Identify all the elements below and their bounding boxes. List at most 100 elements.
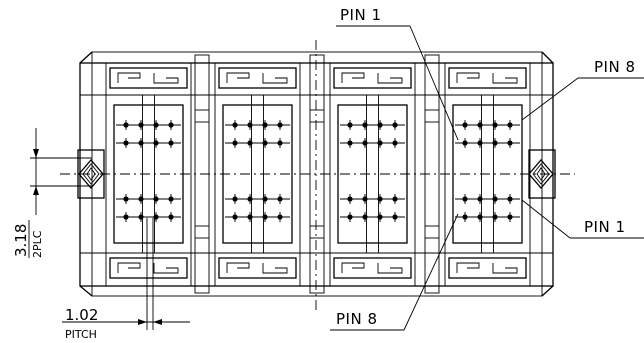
latch-box (333, 257, 412, 279)
pin-pitch-dimension: 1.02 PITCH (62, 218, 190, 341)
pin-pitch-note: PITCH (65, 328, 97, 341)
pin-contact (277, 214, 283, 220)
latch-box (333, 67, 412, 89)
pin-contact (392, 122, 398, 128)
pin-contact (377, 122, 383, 128)
latch-box (109, 257, 188, 279)
pin-contact (262, 214, 268, 220)
latch-hook (456, 262, 480, 273)
pin-contact (347, 140, 353, 146)
pin-contact (168, 214, 174, 220)
pin-contact (462, 214, 468, 220)
latch-hook (226, 262, 250, 273)
pin-contact (507, 122, 513, 128)
pin-contact (247, 122, 253, 128)
callout-top-pin1: PIN 1 (336, 6, 459, 141)
pin-contact (123, 196, 129, 202)
pin-contact (377, 196, 383, 202)
callout-top-right-pin8-label: PIN 8 (594, 58, 636, 76)
pin-contact (138, 214, 144, 220)
pin-contact (377, 140, 383, 146)
pin-contact (232, 122, 238, 128)
pin-contact (262, 196, 268, 202)
callout-right-pin1-label: PIN 1 (584, 218, 626, 236)
pin-contact (377, 214, 383, 220)
latch-hook (377, 73, 403, 84)
pin-contact (123, 214, 129, 220)
pin-contact (477, 122, 483, 128)
latch-hook (226, 72, 250, 83)
pin-contact (347, 122, 353, 128)
pin-contact (362, 196, 368, 202)
pin-contact (277, 196, 283, 202)
contact-modules (105, 54, 531, 294)
module-divider (194, 54, 210, 294)
pin-contact (168, 122, 174, 128)
pin-contact (492, 196, 498, 202)
module-divider (424, 54, 440, 294)
callout-top-right-pin8: PIN 8 (521, 58, 644, 121)
latch-hook (341, 72, 365, 83)
pin-contact (232, 140, 238, 146)
module-window (337, 104, 408, 244)
pin-contact (153, 196, 159, 202)
pin-contact (347, 196, 353, 202)
center-lines (60, 40, 575, 310)
pin-contact (347, 214, 353, 220)
module-frame (329, 62, 416, 287)
pin-contact (507, 196, 513, 202)
callout-right-pin1: PIN 1 (521, 199, 644, 239)
pin-contact (138, 122, 144, 128)
pin-grid (116, 120, 520, 222)
module-window (113, 104, 184, 244)
pin-contact (123, 122, 129, 128)
latch-box (109, 67, 188, 89)
pin-contact (123, 140, 129, 146)
pin-contact (168, 140, 174, 146)
right-alignment-key (528, 149, 556, 199)
pin-contact (492, 122, 498, 128)
pin-contact (462, 196, 468, 202)
latch-features (109, 67, 527, 279)
latch-hook (492, 73, 518, 84)
pin-contact (138, 196, 144, 202)
pin-contact (392, 214, 398, 220)
latch-hook (341, 262, 365, 273)
pin-contact (168, 196, 174, 202)
callout-top-pin1-label: PIN 1 (340, 6, 382, 24)
pin-pitch-value: 1.02 (65, 306, 98, 324)
callout-bottom-pin8-label: PIN 8 (336, 310, 378, 328)
pin-contact (507, 140, 513, 146)
pin-contact (492, 214, 498, 220)
pin-contact (138, 140, 144, 146)
pin-contact (232, 214, 238, 220)
pin-contact (247, 214, 253, 220)
row-spacing-note: 2PLC (31, 230, 44, 258)
latch-hook (456, 72, 480, 83)
pin-contact (477, 140, 483, 146)
latch-hook (117, 72, 141, 83)
latch-hook (262, 263, 288, 274)
pin-contact (362, 122, 368, 128)
latch-hook (153, 73, 179, 84)
latch-box (448, 67, 527, 89)
latch-hook (492, 263, 518, 274)
pin-contact (362, 140, 368, 146)
pin-contact (262, 122, 268, 128)
module-frame (105, 62, 192, 287)
module-frame (214, 62, 301, 287)
latch-hook (377, 263, 403, 274)
pin-contact (277, 122, 283, 128)
pin-contact (392, 196, 398, 202)
module-window (222, 104, 293, 244)
pin-contact (153, 140, 159, 146)
latch-box (448, 257, 527, 279)
pin-contact (262, 140, 268, 146)
pin-contact (392, 140, 398, 146)
pin-contact (362, 214, 368, 220)
pin-contact (153, 214, 159, 220)
pin-contact (462, 122, 468, 128)
latch-hook (153, 263, 179, 274)
row-spacing-dimension: 3.18 2PLC (12, 128, 92, 258)
